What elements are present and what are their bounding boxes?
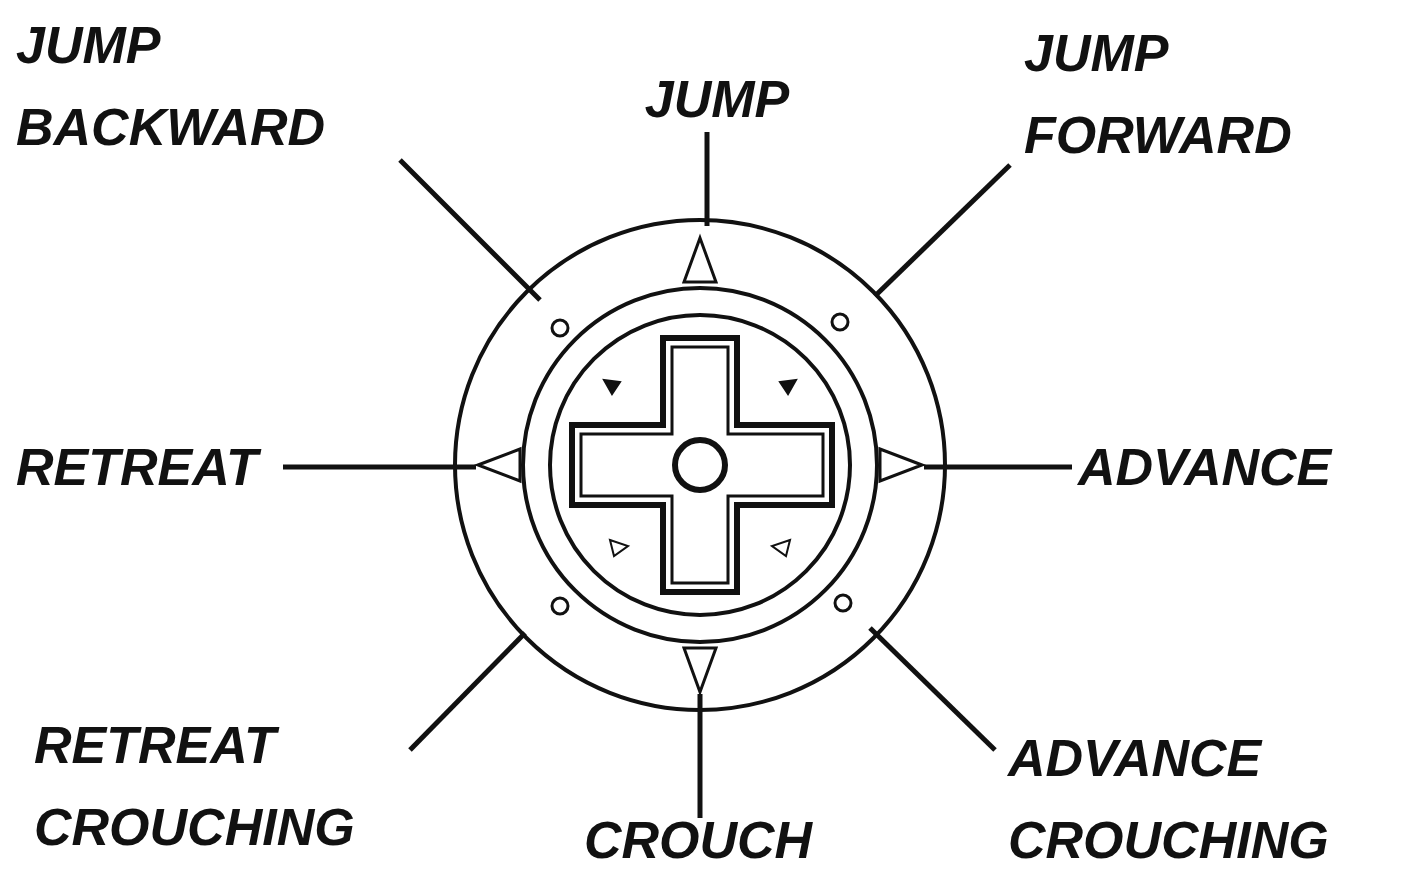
direction-label: JUMP FORWARD xyxy=(1024,12,1292,176)
center-pivot xyxy=(675,440,725,490)
direction-label: RETREAT xyxy=(16,426,258,508)
cross-pad xyxy=(572,338,832,592)
middle-ring xyxy=(523,288,877,642)
leader-lines xyxy=(283,132,1072,818)
direction-label: JUMP xyxy=(645,58,789,140)
direction-marks xyxy=(478,238,922,692)
diagonal-marks-open xyxy=(610,540,790,556)
direction-label: ADVANCE xyxy=(1078,426,1331,508)
direction-label: JUMP BACKWARD xyxy=(16,4,325,168)
direction-label: RETREAT CROUCHING xyxy=(34,704,355,868)
inner-ring xyxy=(550,315,850,615)
cross-pad-inner xyxy=(581,347,823,583)
direction-label: CROUCH xyxy=(584,799,812,881)
direction-label: ADVANCE CROUCHING xyxy=(1008,717,1329,881)
diagonal-marks xyxy=(604,380,796,394)
outer-ring xyxy=(455,220,945,710)
